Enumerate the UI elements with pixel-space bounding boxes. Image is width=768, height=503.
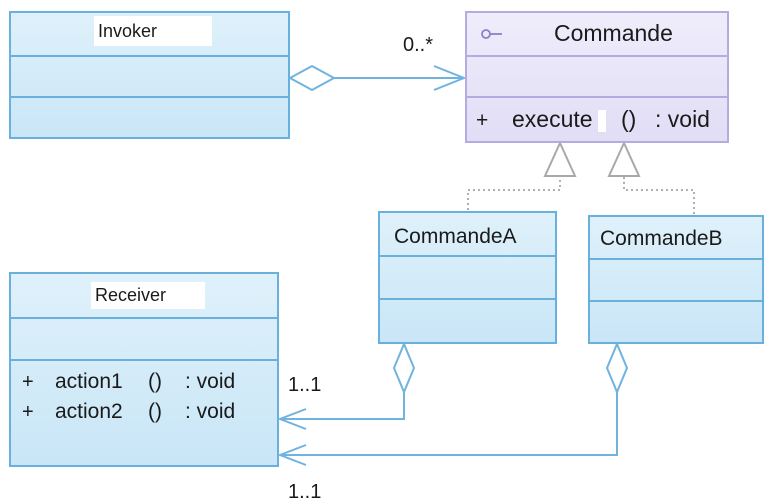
aggregation-diamond xyxy=(287,64,337,92)
name-label-background xyxy=(91,282,205,309)
class-name: Invoker xyxy=(98,21,157,41)
aggregation-diamond xyxy=(605,341,629,395)
member-type: : void xyxy=(655,106,710,132)
aggregation-diamond xyxy=(392,341,416,395)
member-params: () xyxy=(148,400,162,423)
member-visibility: + xyxy=(22,401,34,423)
member-visibility: + xyxy=(22,371,34,393)
class-name: CommandeB xyxy=(600,227,723,250)
member-row: + action2 () : void xyxy=(22,400,235,423)
aggregation-invoker-commande: 0..* xyxy=(287,34,467,92)
member-type: : void xyxy=(185,370,235,393)
realization-commandeB xyxy=(607,140,695,214)
class-invoker[interactable]: Invoker xyxy=(9,11,290,139)
member-name: action2 xyxy=(55,400,123,423)
aggregation-commandeB-receiver: 1..1 xyxy=(277,341,629,503)
text-mask xyxy=(598,110,606,132)
realization-commandeA xyxy=(467,140,577,210)
aggregation-commandeA-receiver: 1..1 xyxy=(277,341,416,430)
realization-triangle xyxy=(543,140,577,177)
member-params: () xyxy=(148,370,162,393)
name-label-background xyxy=(94,16,212,46)
member-name: execute xyxy=(512,106,593,132)
class-name: Commande xyxy=(554,20,673,46)
class-commandeB[interactable]: CommandeB xyxy=(588,215,764,344)
multiplicity-label: 0..* xyxy=(403,34,433,56)
multiplicity-label: 1..1 xyxy=(288,481,321,503)
realization-triangle xyxy=(607,140,641,177)
member-type: : void xyxy=(185,400,235,423)
class-name: Receiver xyxy=(95,285,166,305)
member-row: + action1 () : void xyxy=(22,370,235,393)
member-row: + execute () : void xyxy=(476,106,710,132)
member-visibility: + xyxy=(476,109,488,132)
class-receiver[interactable]: Receiver + action1 () : void + action2 (… xyxy=(9,272,279,467)
class-name: CommandeA xyxy=(394,225,517,248)
interface-lollipop-icon xyxy=(481,29,502,39)
class-commande[interactable]: Commande + execute () : void xyxy=(465,11,729,143)
member-params: () xyxy=(621,106,636,132)
navigation-arrow xyxy=(277,444,307,466)
navigation-arrow xyxy=(433,65,467,91)
member-name: action1 xyxy=(55,370,123,393)
navigation-arrow xyxy=(277,408,307,430)
multiplicity-label: 1..1 xyxy=(288,374,321,396)
class-commandeA[interactable]: CommandeA xyxy=(378,211,557,344)
